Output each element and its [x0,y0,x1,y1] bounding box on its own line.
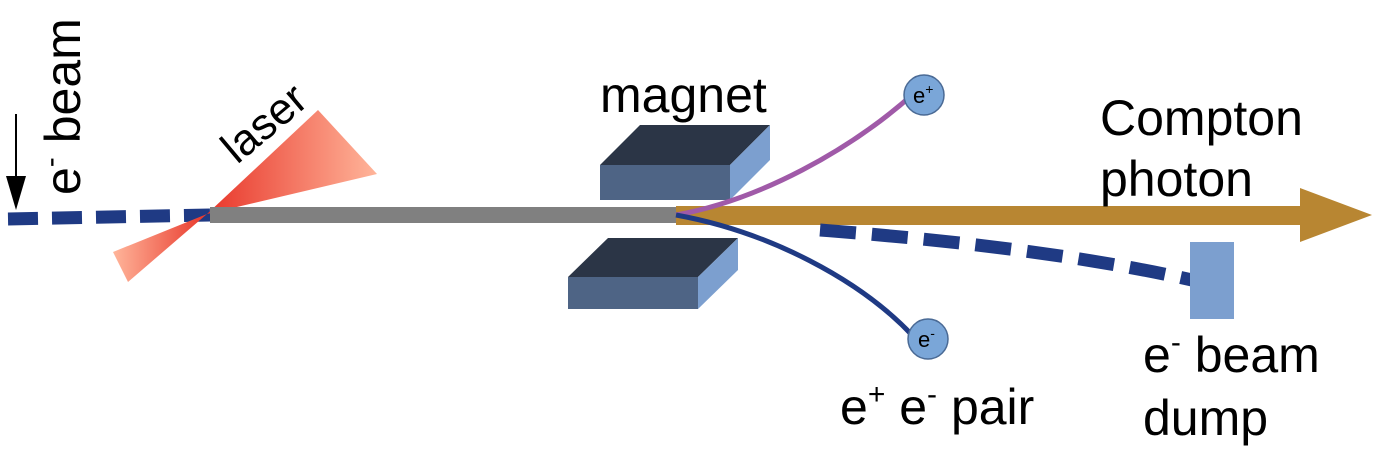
svg-text:e- beam: e- beam [1143,326,1320,383]
laser-cone [113,110,377,282]
positron-track [675,93,914,218]
svg-text:e+ e- pair: e+ e- pair [840,378,1034,435]
compton-label-line1: Compton [1100,90,1303,146]
beam-in-word: beam [35,18,91,157]
compton-label-line2: photon [1100,151,1253,207]
pair-electron-letter: e [885,379,927,435]
electron-particle [907,318,949,360]
svg-text:e+: e+ [913,81,933,108]
electron-superscript: - [930,325,935,341]
electron-track [675,212,914,337]
dump-electron-letter: e [1143,327,1171,383]
pair-positron-superscript: + [868,378,886,411]
scattered-electron-beam [819,223,1194,287]
beam-in-superscript: - [34,157,67,167]
positron-letter: e [913,83,925,108]
svg-text:e- beam: e- beam [34,18,91,195]
positron-particle [903,74,945,116]
dump-label-line2: dump [1143,390,1268,446]
pair-word: pair [937,379,1034,435]
electron-letter: e [918,327,930,352]
interaction-line [210,207,676,223]
beam-in-letter: e [35,167,91,195]
magnet-label: magnet [600,67,767,123]
positron-superscript: + [925,81,933,97]
dump-beam-word: beam [1181,327,1320,383]
dump-electron-superscript: - [1171,326,1181,359]
beam-dump [1190,242,1234,319]
incoming-electron-beam [7,208,211,226]
magnet-top-block [600,125,770,200]
svg-text:e-: e- [918,325,935,352]
compton-photon-arrow [676,188,1372,242]
pair-electron-superscript: - [927,378,937,411]
beam-direction-arrow-icon [6,114,26,210]
pair-positron-letter: e [840,379,868,435]
magnet-bottom-block [568,238,738,309]
